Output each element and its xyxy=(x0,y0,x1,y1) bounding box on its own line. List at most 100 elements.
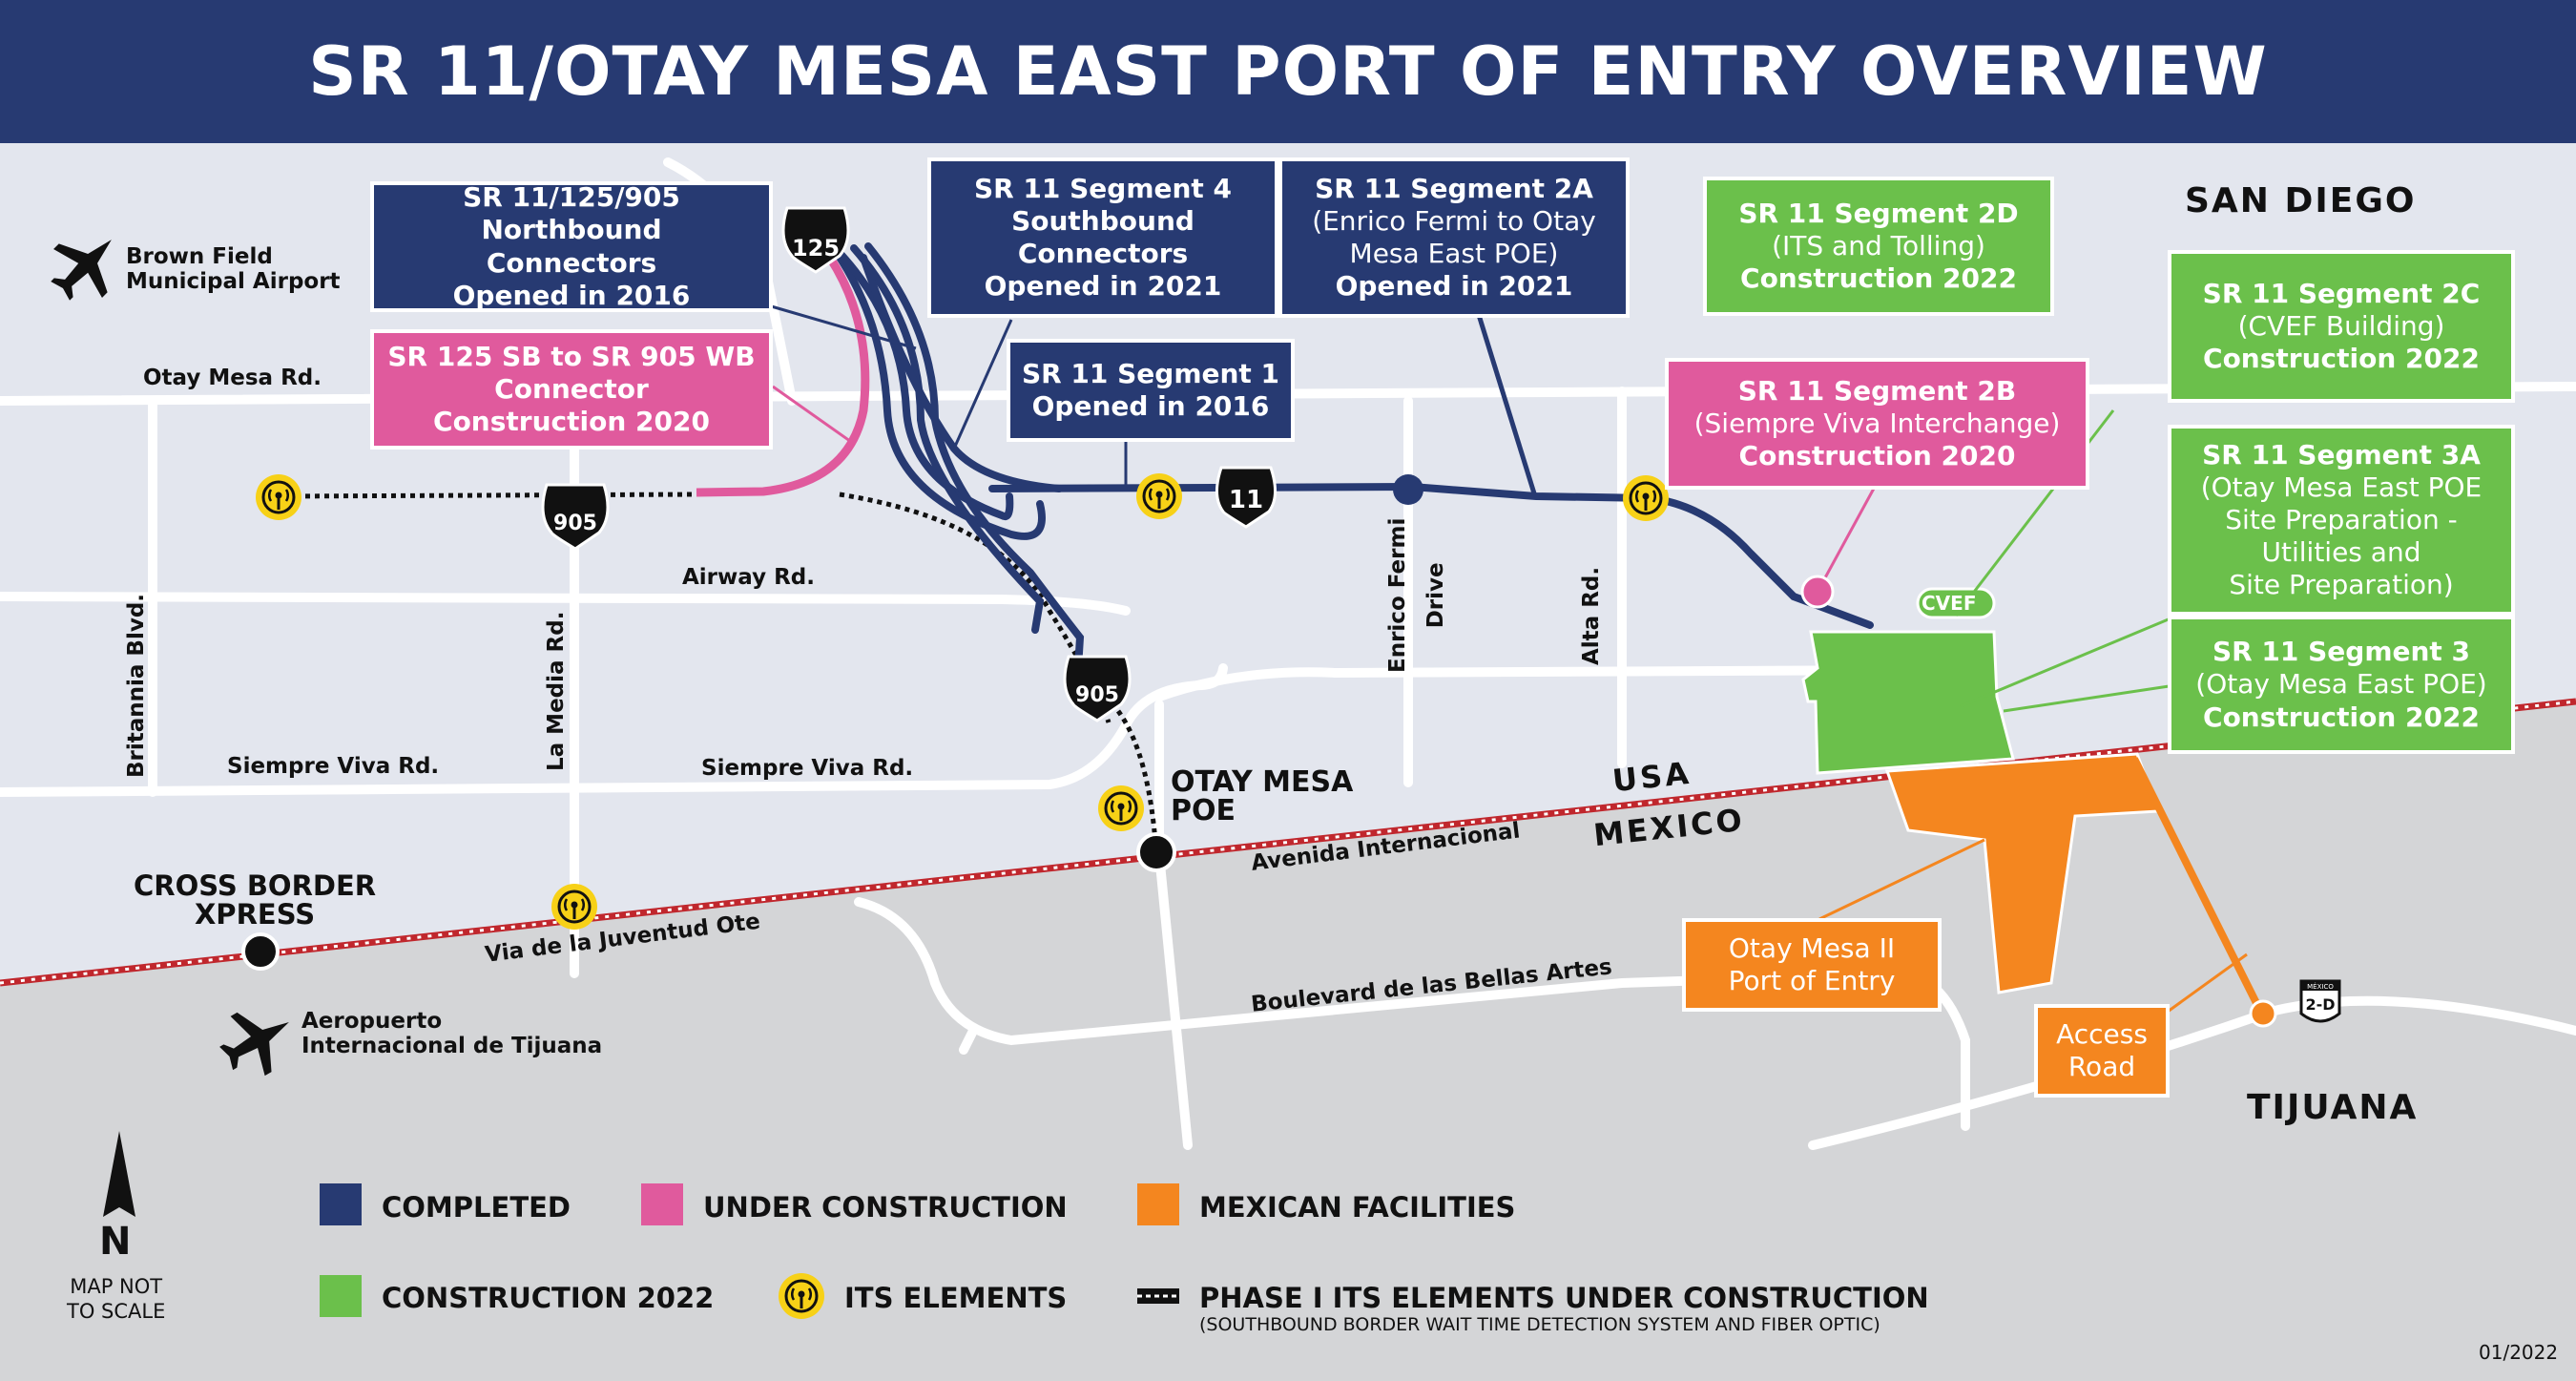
otay-poe-node xyxy=(1136,832,1176,872)
callout-seg3a: SR 11 Segment 3A (Otay Mesa East POE Sit… xyxy=(2168,425,2515,616)
cbx-line2: XPRESS xyxy=(194,898,316,931)
airport-mx-line1: Aeropuerto xyxy=(301,1009,443,1034)
its-antenna-icon xyxy=(1621,473,1671,523)
callout-leaders xyxy=(767,303,2248,1018)
seg2a-line2: (Enrico Fermi to Otay xyxy=(1312,204,1596,237)
seg3-line2: (Otay Mesa East POE) xyxy=(2195,668,2487,701)
access-line1: Access xyxy=(2056,1017,2148,1050)
its-antenna-icon xyxy=(550,882,599,931)
callout-sr125-sb: SR 125 SB to SR 905 WB Connector Constru… xyxy=(370,329,773,450)
seg2c-line3: Construction 2022 xyxy=(2203,343,2480,375)
seg2d-line2: (ITS and Tolling) xyxy=(1772,229,1985,262)
legend-under-construction: UNDER CONSTRUCTION xyxy=(703,1191,1068,1224)
sr125-line1: SR 125 SB to SR 905 WB xyxy=(387,340,756,372)
seg2c-line1: SR 11 Segment 2C xyxy=(2202,277,2481,309)
north-arrow-icon xyxy=(103,1131,135,1217)
seg2b-node xyxy=(1800,575,1835,609)
tijuana-label: TIJUANA xyxy=(2247,1088,2419,1127)
poe-site-green xyxy=(1801,630,2015,775)
scale-note-line2: TO SCALE xyxy=(67,1300,166,1324)
legend-phase1-sub: (SOUTHBOUND BORDER WAIT TIME DETECTION S… xyxy=(1199,1314,1880,1335)
nb-line3: Connectors xyxy=(486,246,657,279)
seg3a-line2: (Otay Mesa East POE xyxy=(2200,471,2483,503)
otay2-line1: Otay Mesa II xyxy=(1728,931,1896,964)
cvef-label: CVEF xyxy=(1922,592,1977,615)
road-siempre-viva-2: Siempre Viva Rd. xyxy=(701,756,914,781)
legend-swatch-under-construction xyxy=(641,1183,683,1225)
seg2a-line4: Opened in 2021 xyxy=(1335,270,1573,303)
legend-completed: COMPLETED xyxy=(382,1191,571,1224)
callout-seg2c: SR 11 Segment 2C (CVEF Building) Constru… xyxy=(2168,250,2515,403)
seg2b-line1: SR 11 Segment 2B xyxy=(1737,374,2017,407)
legend-its-icon xyxy=(777,1271,826,1321)
road-enrico-fermi-line1: Enrico Fermi xyxy=(1385,517,1410,673)
cbx-label: CROSS BORDER XPRESS xyxy=(134,871,376,930)
airport-us-label: Brown Field Municipal Airport xyxy=(126,244,341,295)
seg4-line2: Southbound xyxy=(1011,204,1195,237)
north-letter: N xyxy=(99,1220,132,1264)
phase1-its-lines xyxy=(276,492,1159,855)
seg4-line4: Opened in 2021 xyxy=(984,270,1222,303)
seg4-line1: SR 11 Segment 4 xyxy=(973,172,1233,204)
seg3-line3: Construction 2022 xyxy=(2203,701,2480,733)
callout-seg2b: SR 11 Segment 2B (Siempre Viva Interchan… xyxy=(1665,358,2089,490)
legend-swatch-completed xyxy=(320,1183,362,1225)
road-enrico-fermi-line2: Drive xyxy=(1423,562,1449,629)
nb-line2: Northbound xyxy=(481,214,662,246)
otay-poe-label: OTAY MESA POE xyxy=(1171,768,1353,826)
road-airway: Airway Rd. xyxy=(682,565,815,590)
page-title: SR 11/OTAY MESA EAST PORT OF ENTRY OVERV… xyxy=(0,0,2576,143)
callout-nb-connectors: SR 11/125/905 Northbound Connectors Open… xyxy=(370,181,773,312)
san-diego-label: SAN DIEGO xyxy=(2185,181,2417,220)
legend-construction-2022: CONSTRUCTION 2022 xyxy=(382,1282,715,1314)
seg2a-line1: SR 11 Segment 2A xyxy=(1315,172,1593,204)
shield-125-text: 125 xyxy=(792,235,840,262)
otay-poe-line1: OTAY MESA xyxy=(1171,765,1354,799)
seg4-line3: Connectors xyxy=(1017,238,1189,269)
legend-swatch-construction-2022 xyxy=(320,1275,362,1317)
access-line2: Road xyxy=(2067,1051,2136,1082)
seg2d-line1: SR 11 Segment 2D xyxy=(1738,197,2019,229)
its-antenna-icon xyxy=(1096,784,1146,833)
seg2a-line3: Mesa East POE) xyxy=(1349,238,1559,269)
seg1-line2: Opened in 2016 xyxy=(1031,390,1270,422)
cbx-node xyxy=(241,932,280,971)
callout-seg1: SR 11 Segment 1 Opened in 2016 xyxy=(1007,339,1295,442)
cvef-marker xyxy=(1916,587,1996,619)
callout-seg3: SR 11 Segment 3 (Otay Mesa East POE) Con… xyxy=(2168,616,2515,754)
seg2b-line3: Construction 2020 xyxy=(1738,440,2016,472)
road-britannia: Britannia Blvd. xyxy=(124,593,149,778)
callout-otay-mesa-ii: Otay Mesa II Port of Entry xyxy=(1682,918,1942,1012)
seg2d-line3: Construction 2022 xyxy=(1740,262,2017,295)
shield-2d-text: 2-D xyxy=(2305,995,2335,1014)
road-la-media: La Media Rd. xyxy=(544,611,569,771)
scale-note-line1: MAP NOT xyxy=(70,1275,163,1298)
callout-seg2a: SR 11 Segment 2A (Enrico Fermi to Otay M… xyxy=(1278,157,1630,318)
its-antenna-icon xyxy=(1134,471,1184,521)
road-enrico-fermi: Enrico Fermi Drive xyxy=(1379,518,1456,673)
seg2b-line2: (Siempre Viva Interchange) xyxy=(1693,407,2061,439)
airplane-icon xyxy=(35,215,136,316)
legend-mexican: MEXICAN FACILITIES xyxy=(1199,1191,1516,1224)
otay-poe-line2: POE xyxy=(1171,794,1236,827)
callout-access-road: Access Road xyxy=(2034,1004,2170,1098)
route-shield-icon: 125 xyxy=(781,206,850,274)
seg2c-line2: (CVEF Building) xyxy=(2237,309,2445,342)
airport-us-line2: Municipal Airport xyxy=(126,269,341,295)
legend-swatch-mexican xyxy=(1137,1183,1179,1225)
callout-seg4: SR 11 Segment 4 Southbound Connectors Op… xyxy=(927,157,1278,318)
route-shield-icon: MÉXICO 2-D xyxy=(2299,979,2341,1023)
seg3a-line4: Utilities and xyxy=(2261,536,2421,569)
seg3a-line5: Site Preparation) xyxy=(2229,569,2454,601)
sr125-sb-connector xyxy=(696,255,870,497)
cbx-line1: CROSS BORDER xyxy=(134,869,377,902)
legend-phase1: PHASE I ITS ELEMENTS UNDER CONSTRUCTION xyxy=(1199,1282,1929,1314)
enrico-fermi-node xyxy=(1393,474,1423,505)
airport-us-line1: Brown Field xyxy=(126,244,273,269)
otay2-line2: Port of Entry xyxy=(1728,965,1896,996)
route-shield-icon: 11 xyxy=(1215,466,1277,529)
road-alta: Alta Rd. xyxy=(1579,566,1604,665)
shield-2d-top-text: MÉXICO xyxy=(2307,982,2334,991)
